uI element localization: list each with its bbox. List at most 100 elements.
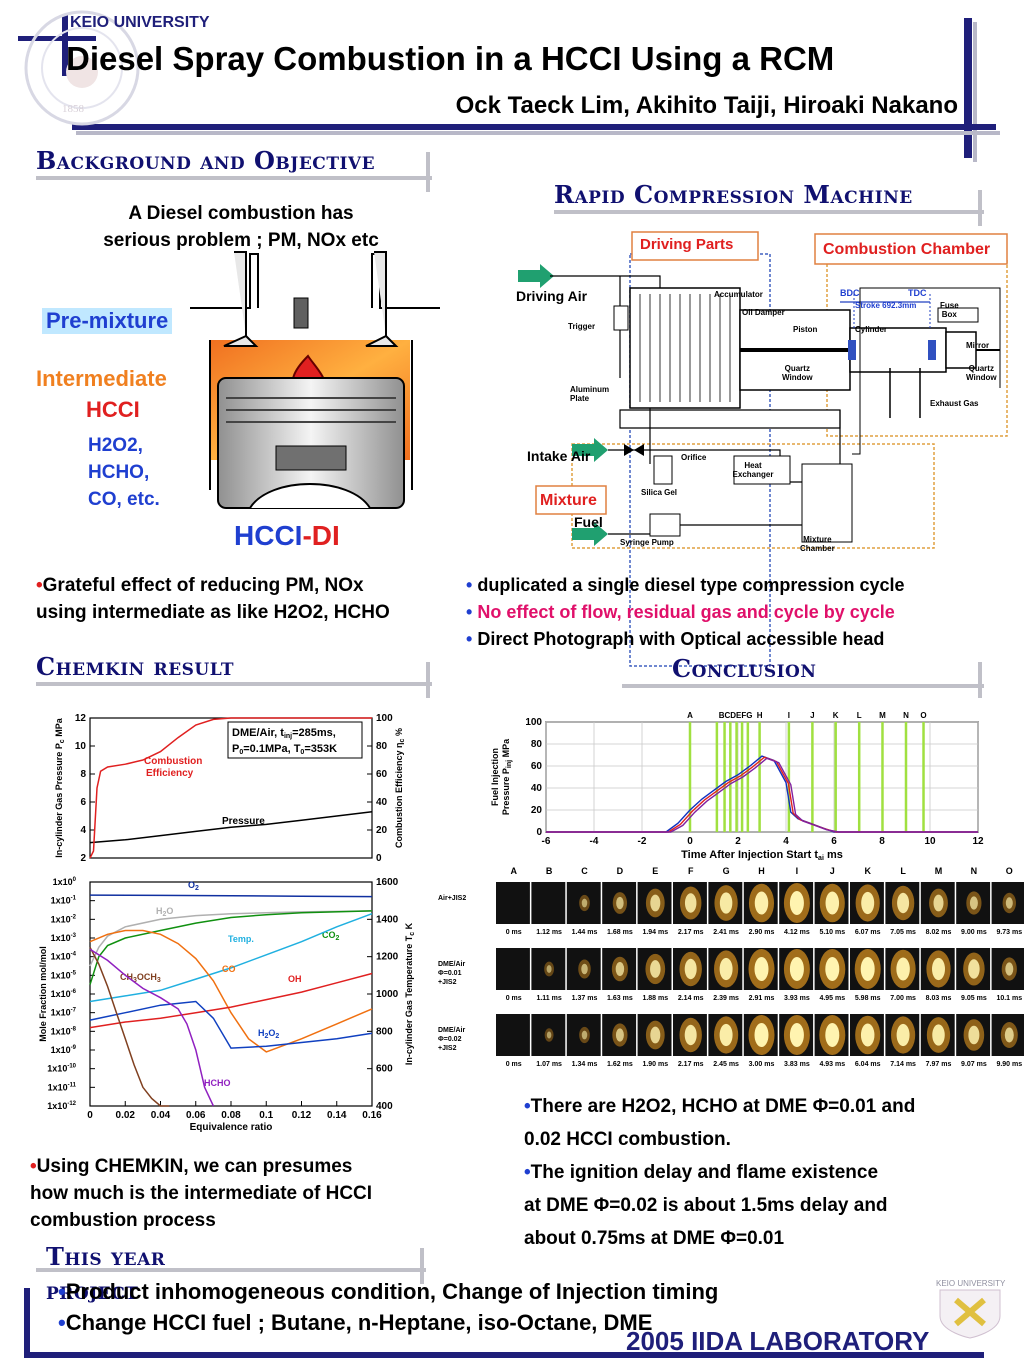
background-title-underline <box>36 176 432 180</box>
chart2-ylabel-left-text: Mole Fraction mol/mol <box>38 946 48 1042</box>
chemkin-bullet-line2: how much is the intermediate of HCCI <box>30 1183 373 1204</box>
driving-parts-frame <box>631 231 759 261</box>
photo-time-label: 7.00 ms <box>890 995 916 1002</box>
chart1-annotation-line2-part: =353K <box>304 743 337 755</box>
species-h2o2: H2O2, <box>88 435 143 456</box>
chart3-marker-label-M: M <box>879 711 886 720</box>
rcm-bullets: • duplicated a single diesel type compre… <box>466 572 905 653</box>
species-co: CO, etc. <box>88 489 160 510</box>
chart1-ylabel-left-text: In-cylinder Gas Pressure Pc MPa <box>54 717 66 857</box>
chart2-x-tick-label: 0.12 <box>292 1110 312 1121</box>
spray-core <box>650 960 661 978</box>
header-right-shadow <box>973 22 977 162</box>
chart2-series-label-8-part: HCHO <box>204 1078 231 1088</box>
photo-time-label: 7.97 ms <box>926 1061 952 1068</box>
chart1-ylabel-left-text-part: MPa <box>54 717 64 739</box>
background-bullet: •Grateful effect of reducing PM, NOx usi… <box>36 572 390 626</box>
chart2-right-tick-label: 600 <box>376 1064 393 1075</box>
photo-time-label: 2.91 ms <box>749 995 775 1002</box>
spray-core <box>789 957 804 981</box>
chart1-annotation-line2-part: 0 <box>239 749 243 756</box>
photo-time-label: 0 ms <box>506 995 522 1002</box>
chart2-series-label-4: CO <box>222 964 236 974</box>
photo-time-label: 0 ms <box>506 1061 522 1068</box>
spray-core <box>861 891 875 915</box>
chart2-left-tick-label: 1x10-12 <box>47 1101 76 1111</box>
chemkin-title: Chemkin result <box>36 652 234 681</box>
conclusion-title-tick <box>978 662 982 698</box>
photo-row-label-line: +JIS2 <box>438 1045 457 1052</box>
spray-core <box>932 957 945 981</box>
poster-title: Diesel Spray Combustion in a HCCI Using … <box>66 40 835 77</box>
spray-core <box>684 958 697 980</box>
chemkin-title-underline <box>36 682 432 686</box>
conclusion-title: Conclusion <box>672 654 817 683</box>
photo-time-label: 3.00 ms <box>749 1061 775 1068</box>
conclusion-line4: at DME Φ=0.02 is about 1.5ms delay and <box>524 1195 888 1216</box>
spray-core <box>581 898 588 908</box>
chart3-y-tick-label: 20 <box>531 805 543 816</box>
background-bullet-line1-text: Grateful effect of reducing PM, NOx <box>42 575 364 596</box>
chart2-series-label-1: H2O <box>156 906 173 918</box>
photo-time-label: 1.11 ms <box>536 995 561 1002</box>
chart2-right-tick-label: 1000 <box>376 989 399 1000</box>
conclusion-line1: •There are H2O2, HCHO at DME Φ=0.01 and <box>524 1096 916 1117</box>
chemkin-bullet-line3: combustion process <box>30 1210 216 1231</box>
driving-parts-label: Driving Parts <box>640 236 734 253</box>
driving-air-label: Driving Air <box>516 288 588 304</box>
chart2-left-tick-label: 1x10-2 <box>51 914 77 924</box>
spray-core <box>789 891 804 915</box>
photo-time-label: 1.37 ms <box>572 995 598 1002</box>
chart2-series-8 <box>89 948 215 1107</box>
chart3-x-tick-label: -6 <box>542 836 551 847</box>
photo-column-H: H <box>758 866 765 876</box>
photo-time-label: 2.39 ms <box>713 995 739 1002</box>
chart1-left-tick-label: 4 <box>80 825 86 836</box>
photo-time-label: 1.63 ms <box>607 995 633 1002</box>
chart3-x-tick-label: 8 <box>879 836 885 847</box>
spray-core <box>897 892 910 914</box>
chart1-ylabel-left: In-cylinder Gas Pressure Pc MPa <box>54 717 66 857</box>
intermediate-label: Intermediate <box>36 366 167 391</box>
chart2-left-tick-label: 1x10-1 <box>51 896 77 906</box>
intake-air-label: Intake Air <box>527 448 591 464</box>
photo-column-L: L <box>900 866 906 876</box>
chart2-ylabel-right-text-part: In-cylinder Gas Temperature T <box>404 935 414 1065</box>
chart1-annotation-line1-part: inj <box>284 733 292 740</box>
rcm-bullet-3-text: Direct Photograph with Optical accessibl… <box>477 629 885 649</box>
bdc-label: BDC <box>840 288 860 298</box>
spray-core <box>616 896 624 910</box>
photo-time-label: 2.17 ms <box>678 1061 704 1068</box>
chart2-right-tick-label: 1400 <box>376 914 399 925</box>
chart3-x-tick-label: 0 <box>687 836 693 847</box>
chart3-x-tick-label: 10 <box>924 836 936 847</box>
photo-time-label: 2.41 ms <box>713 929 739 936</box>
chart3-marker-label-N: N <box>903 711 909 720</box>
lab-name: 2005 IIDA LABORATORY <box>626 1326 930 1356</box>
chart2-x-tick-label: 0.14 <box>327 1110 347 1121</box>
chemkin-species-chart: 1x1001x10-11x10-21x10-31x10-41x10-51x10-… <box>38 877 416 1133</box>
photo-row-label-line: DME/Air <box>438 1027 466 1034</box>
chemkin-bullet: •Using CHEMKIN, we can presumes how much… <box>30 1153 372 1234</box>
photo-time-label: 4.93 ms <box>819 1061 845 1068</box>
photo-row-label-line: Φ=0.01 <box>438 970 462 977</box>
this-year-title: This year project <box>46 1242 166 1305</box>
this-year-underline <box>36 1268 426 1272</box>
photo-column-C: C <box>581 866 588 876</box>
rcm-bullet-1-text: duplicated a single diesel type compress… <box>477 575 905 595</box>
chart2-x-tick-label: 0.06 <box>186 1110 206 1121</box>
spray-core <box>719 1023 733 1047</box>
header-bottom-bar <box>72 124 996 130</box>
spray-core <box>969 896 978 910</box>
photo-time-label: 3.83 ms <box>784 1061 810 1068</box>
aluminum-plate-line2: Plate <box>570 394 590 403</box>
chart1-ylabel-right-text: Combustion Efficiency ηc % <box>394 728 406 848</box>
chart2-series-label-2: CO2 <box>322 930 340 942</box>
photo-time-label: 1.68 ms <box>607 929 633 936</box>
keio-footer-logo: KEIO UNIVERSITY <box>936 1279 1006 1339</box>
chart2-series-label-6-part: 2 <box>275 1033 279 1040</box>
chart2-series-5 <box>89 972 373 1029</box>
spray-core <box>825 891 840 915</box>
